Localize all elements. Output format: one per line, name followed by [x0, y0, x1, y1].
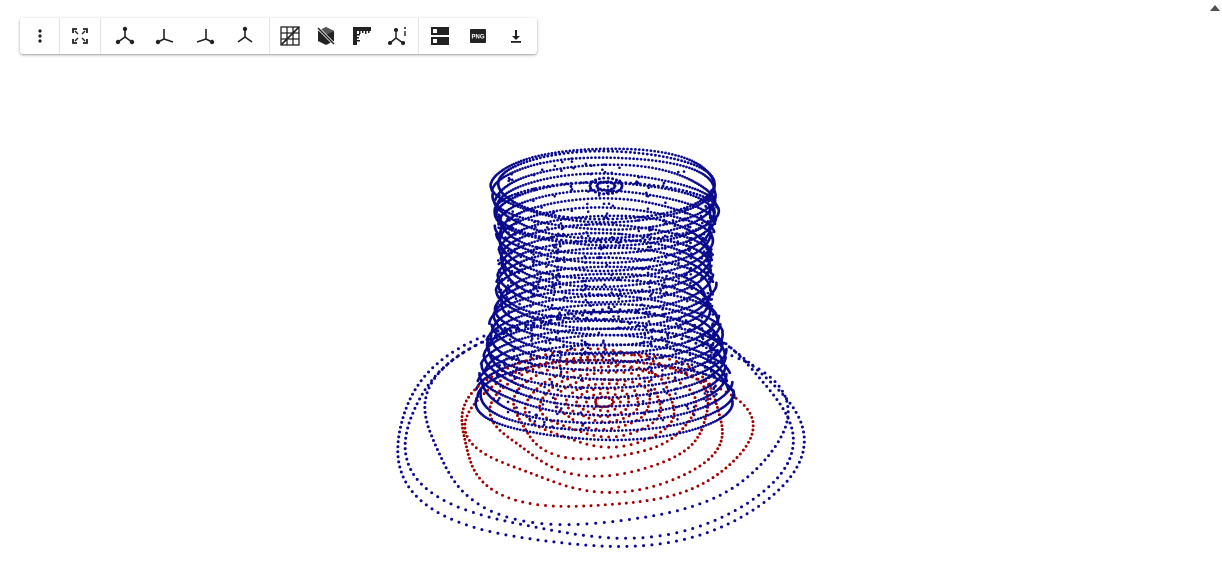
axes-view-icon [196, 29, 215, 45]
toggle-panel-button[interactable] [421, 18, 459, 54]
storage-icon [431, 27, 449, 45]
toolbar-group-window [20, 18, 100, 54]
axes-view-icon [237, 26, 253, 43]
ruler-icon [353, 27, 371, 45]
vertical-scrollbar[interactable] [1208, 0, 1222, 581]
toolbar-separator [418, 18, 419, 54]
download-icon [511, 30, 521, 43]
fullscreen-button[interactable] [60, 18, 100, 54]
toolbar-separator [269, 18, 270, 54]
toggle-shading-button[interactable] [308, 18, 344, 54]
point-cloud-contour-points [460, 347, 755, 508]
toolbar-group-export: PNG [419, 18, 537, 54]
shading-off-icon [316, 26, 336, 46]
download-button[interactable] [497, 18, 535, 54]
view-isometric-button[interactable] [105, 18, 145, 54]
axes-view-icon [155, 29, 174, 45]
view-right-button[interactable] [185, 18, 225, 54]
toolbar-group-views [101, 18, 269, 54]
toolbar-separator [59, 18, 60, 54]
grid-icon [280, 26, 300, 46]
toggle-axes-labels-button[interactable] [380, 18, 416, 54]
toggle-grid-button[interactable] [272, 18, 308, 54]
toggle-ruler-button[interactable] [344, 18, 380, 54]
axes-info-icon [387, 27, 406, 46]
save-png-button[interactable]: PNG [459, 18, 497, 54]
axes-view-icon [115, 26, 135, 45]
point-cloud-back-points [396, 147, 806, 548]
toolbar-separator [100, 18, 101, 54]
png-icon-label: PNG [471, 35, 484, 41]
point-cloud-shell-points [474, 149, 735, 442]
scroll-up-arrow-icon[interactable] [1210, 5, 1220, 11]
more-options-button[interactable] [20, 18, 59, 54]
fullscreen-icon [72, 28, 88, 44]
view-top-button[interactable] [225, 18, 265, 54]
more-vert-icon [37, 29, 42, 43]
png-icon: PNG [470, 29, 486, 43]
toolbar-group-display [270, 18, 418, 54]
view-left-button[interactable] [145, 18, 185, 54]
viewer-toolbar: PNG [20, 18, 537, 54]
